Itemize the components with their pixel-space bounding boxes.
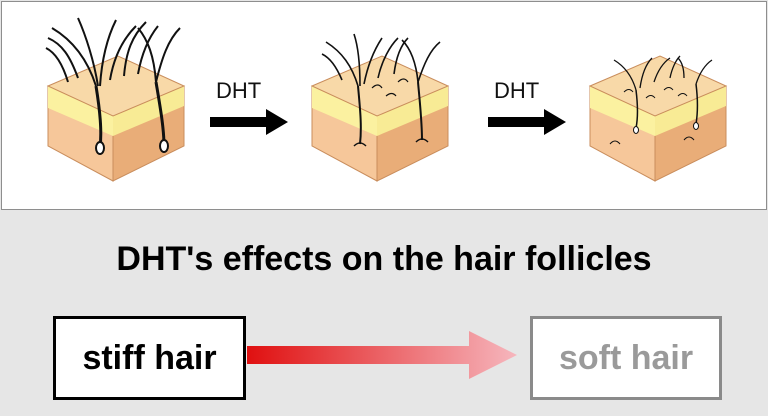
follicle-stage-thinning <box>302 16 472 191</box>
right-arrow-icon <box>210 109 288 135</box>
dht-arrow-1: DHT <box>208 78 290 138</box>
follicle-stage-miniaturized <box>580 16 750 191</box>
dht-label-2: DHT <box>494 78 540 103</box>
illustration-panel: DHT <box>1 1 767 210</box>
gradient-arrow-icon <box>247 331 517 379</box>
stiff-hair-box: stiff hair <box>53 316 246 400</box>
follicle-stage-healthy <box>38 16 208 191</box>
soft-hair-box: soft hair <box>530 316 722 400</box>
right-arrow-icon <box>488 109 566 135</box>
dht-label-1: DHT <box>216 78 262 103</box>
dht-arrow-2: DHT <box>486 78 568 138</box>
diagram-caption: DHT's effects on the hair follicles <box>116 240 652 278</box>
